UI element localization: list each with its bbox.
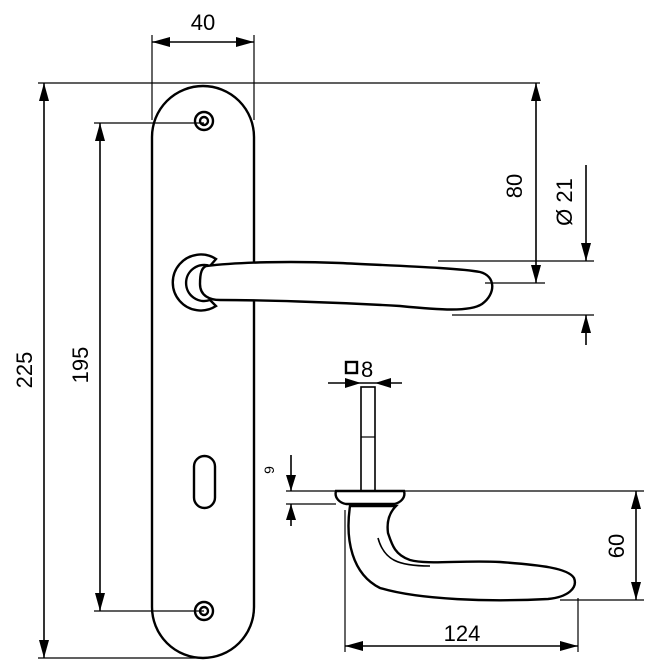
rose-side [334, 489, 406, 506]
dimension-lever-offset: 80 [485, 83, 545, 284]
dimension-lever-height: 60 [404, 490, 644, 601]
dimension-rose-thickness: 9 [261, 455, 336, 526]
spindle [360, 386, 376, 492]
dimension-lever-length: 124 [344, 510, 579, 652]
plate-width-label: 40 [191, 10, 215, 35]
dimension-rose-diameter: Ø 21 [438, 165, 594, 345]
dimension-hole-spacing: 195 [68, 122, 204, 612]
dimension-plate-width: 40 [151, 10, 255, 120]
rose-thickness-label: 9 [261, 466, 277, 474]
overall-height-label: 225 [12, 352, 37, 389]
spindle-label: 8 [361, 357, 373, 382]
lever-handle-front [171, 253, 494, 312]
lever-height-label: 60 [604, 534, 629, 558]
keyhole [192, 454, 217, 510]
dimension-overall-height: 225 [12, 82, 540, 659]
lever-offset-label: 80 [502, 174, 527, 198]
lever-length-label: 124 [444, 621, 481, 646]
backplate [150, 84, 256, 660]
screw-hole-top [193, 110, 215, 132]
lever-handle-side [347, 504, 577, 602]
hole-spacing-label: 195 [68, 347, 93, 384]
rose-diameter-label: Ø 21 [552, 178, 577, 226]
dimension-spindle: 8 [328, 357, 402, 388]
